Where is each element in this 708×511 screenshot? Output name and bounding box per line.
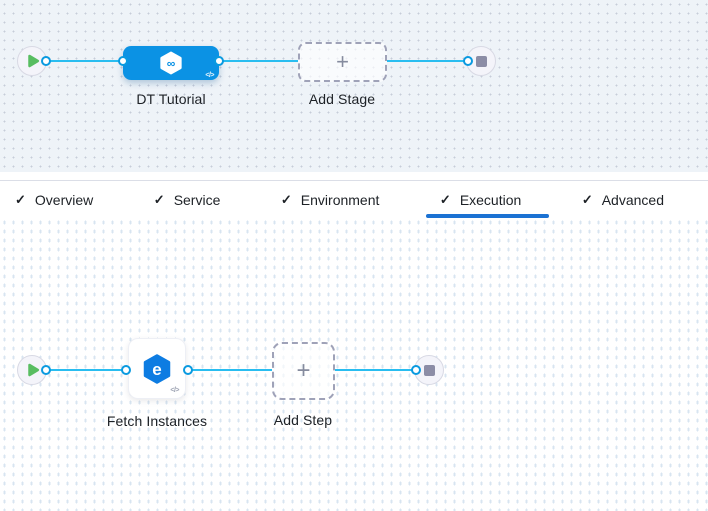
stop-icon (475, 55, 487, 67)
stage-node-dt-tutorial[interactable]: ∞ </> (123, 46, 219, 80)
fetch-instances-icon: e (143, 353, 171, 384)
execution-graph-canvas: e </> + Fetch Instances Add Step (0, 218, 708, 511)
tab-execution[interactable]: ✓ Execution (425, 181, 550, 218)
link-port (118, 56, 128, 66)
harness-stage-icon: ∞ (160, 51, 182, 75)
tab-label: Service (173, 191, 221, 208)
edge-line (188, 369, 272, 371)
step-label: Fetch Instances (106, 413, 208, 429)
check-icon: ✓ (439, 191, 451, 207)
check-icon: ✓ (15, 191, 26, 207)
link-port (41, 365, 51, 375)
edge-line (219, 60, 298, 62)
stage-label: DT Tutorial (136, 91, 206, 107)
code-icon: </> (205, 72, 214, 79)
edge-line (46, 369, 126, 371)
stop-icon (423, 364, 435, 376)
edge-line (335, 369, 416, 371)
tab-label: Execution (459, 191, 522, 208)
stage-config-tabbar: ✓ Overview ✓ Service ✓ Environment ✓ Exe… (0, 180, 708, 218)
stage-graph-canvas: ∞ </> + DT Tutorial Add Stage (0, 0, 708, 172)
infinity-icon: ∞ (167, 57, 176, 71)
tab-overview[interactable]: ✓ Overview (15, 181, 93, 218)
add-step-button[interactable]: + (272, 342, 335, 400)
tab-label: Advanced (601, 191, 664, 208)
tab-label: Overview (34, 191, 94, 208)
link-port (411, 365, 421, 375)
tab-label: Environment (300, 191, 380, 208)
check-icon: ✓ (280, 191, 292, 207)
add-stage-label: Add Stage (308, 91, 376, 107)
fetch-letter-glyph: e (152, 360, 161, 379)
step-node-fetch-instances[interactable]: e </> (128, 338, 186, 399)
add-step-label: Add Step (273, 412, 333, 428)
tab-environment[interactable]: ✓ Environment (281, 181, 380, 218)
link-port (121, 365, 131, 375)
check-icon: ✓ (153, 191, 165, 207)
plus-icon: + (296, 357, 311, 384)
edge-line (387, 60, 468, 62)
plus-icon: + (336, 49, 349, 74)
pipeline-end-node (466, 46, 496, 76)
link-port (214, 56, 224, 66)
code-icon: </> (170, 387, 179, 394)
link-port (41, 56, 51, 66)
add-stage-button[interactable]: + (298, 42, 387, 82)
play-icon (27, 54, 39, 68)
link-port (183, 365, 193, 375)
check-icon: ✓ (581, 191, 593, 207)
tab-service[interactable]: ✓ Service (154, 181, 221, 218)
tab-advanced[interactable]: ✓ Advanced (582, 181, 664, 218)
edge-line (46, 60, 123, 62)
link-port (463, 56, 473, 66)
tabbar-spacer (0, 172, 708, 180)
active-tab-underline (425, 214, 550, 218)
play-icon (27, 363, 39, 377)
